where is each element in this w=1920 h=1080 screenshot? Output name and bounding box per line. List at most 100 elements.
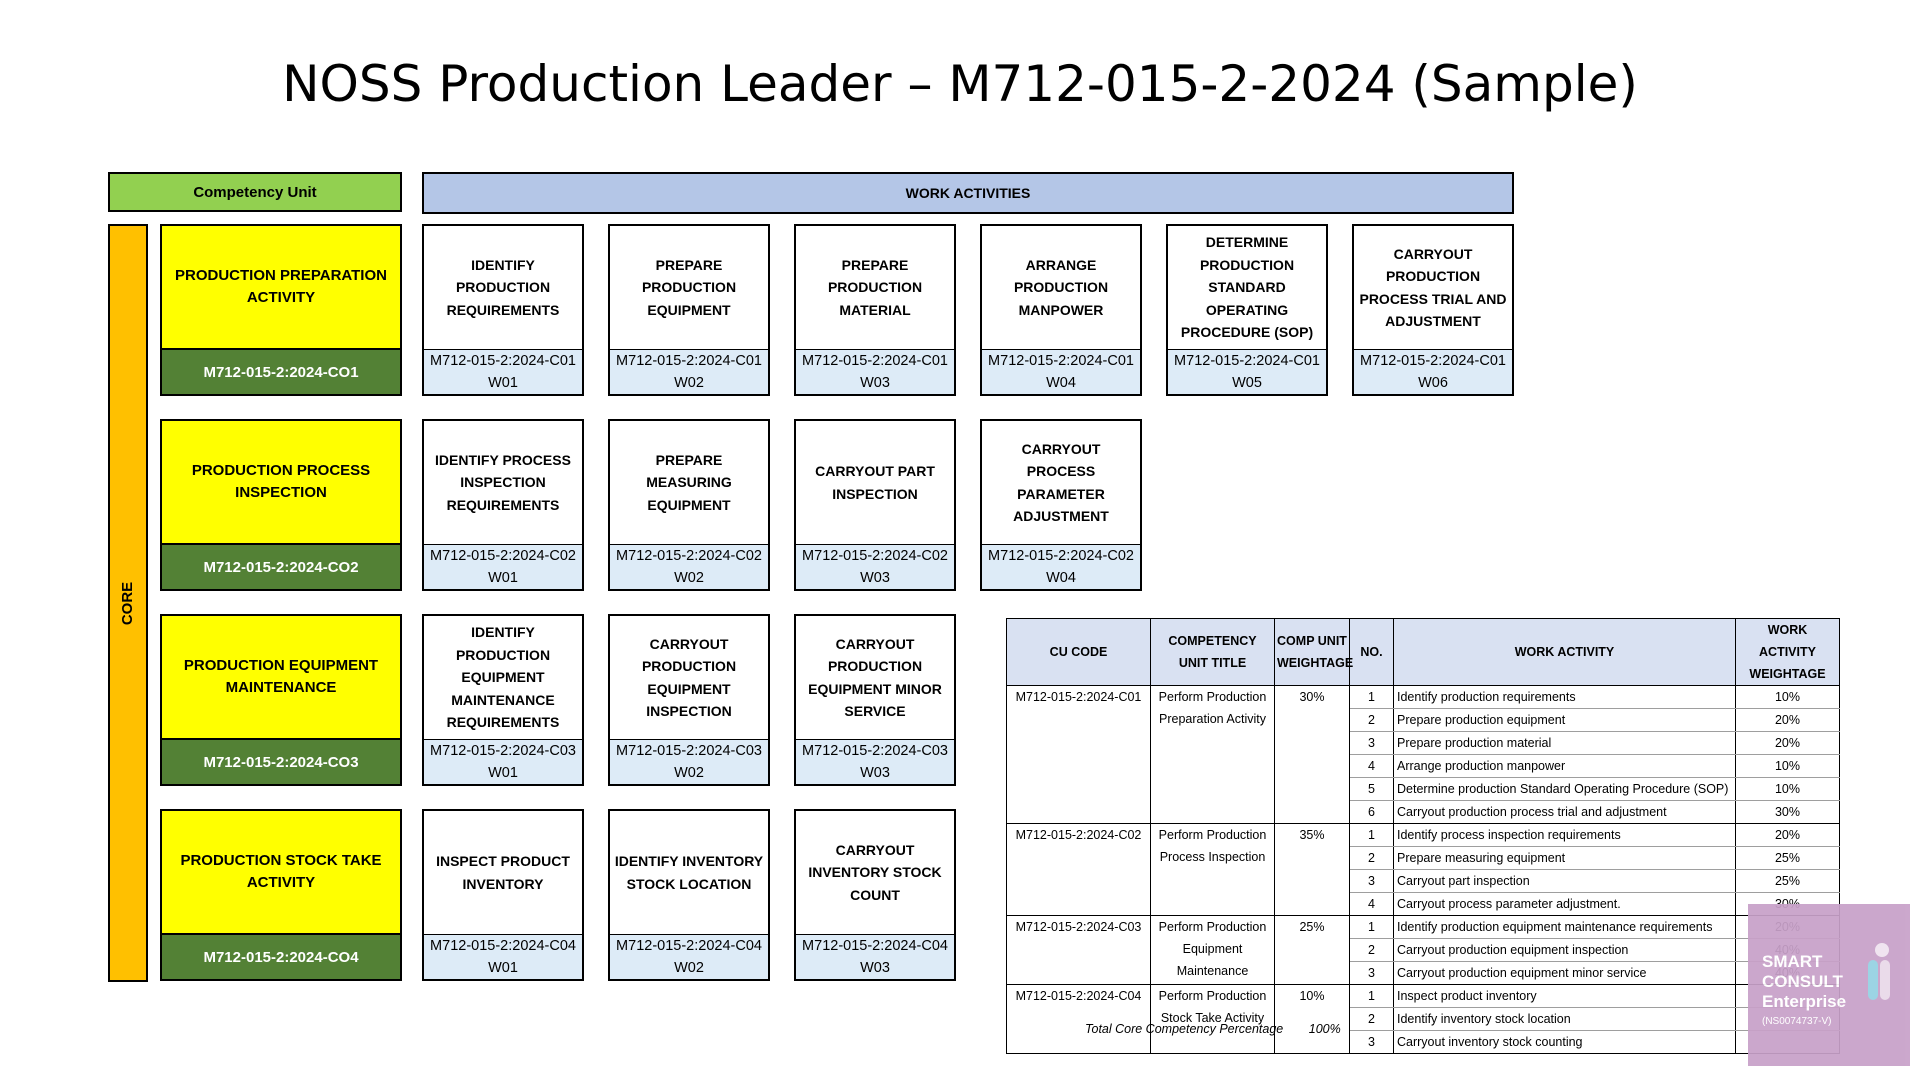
work-activity-title: PREPARE MEASURING EQUIPMENT [646, 451, 732, 513]
brand-line3: Enterprise [1762, 992, 1847, 1011]
work-activity-code: M712-015-2:2024-C01 [802, 353, 948, 369]
cu-code-cell: M712-015-2:2024-C02 [1006, 823, 1151, 916]
cu-weightage-cell: 25% [1274, 915, 1350, 985]
competency-unit-title: PRODUCTION STOCK TAKE ACTIVITY [162, 811, 400, 933]
brand-watermark: SMART CONSULT Enterprise (NS0074737-V) [1748, 904, 1910, 1066]
no-cell: 1 [1349, 823, 1394, 847]
total-label: Total Core Competency Percentage [1085, 1022, 1284, 1036]
cu-title-cell: Perform Production Stock Take Activity [1150, 984, 1275, 1054]
wa-weightage-cell: 20% [1735, 823, 1840, 847]
work-activity-cell: Carryout part inspection [1393, 869, 1736, 893]
brand-line2: CONSULT [1762, 972, 1843, 991]
col-header-wa-weightage: WORK ACTIVITY WEIGHTAGE [1735, 618, 1840, 686]
work-activity-title: CARRYOUT INVENTORY STOCK COUNT [808, 841, 942, 903]
work-activity-title: INSPECT PRODUCT INVENTORY [436, 853, 570, 892]
no-cell: 1 [1349, 984, 1394, 1008]
work-activity-number: W03 [860, 960, 890, 976]
work-activity-card: INSPECT PRODUCT INVENTORY M712-015-2:2024… [422, 809, 584, 981]
no-cell: 1 [1349, 685, 1394, 709]
cu-weightage-cell: 30% [1274, 685, 1350, 824]
no-cell: 2 [1349, 846, 1394, 870]
competency-unit-title: PRODUCTION EQUIPMENT MAINTENANCE [162, 616, 400, 738]
work-activity-title: PREPARE PRODUCTION EQUIPMENT [641, 256, 737, 318]
wa-weightage-cell: 10% [1735, 777, 1840, 801]
competency-unit-title: PRODUCTION PREPARATION ACTIVITY [162, 226, 400, 348]
work-activity-title: IDENTIFY PROCESS INSPECTION REQUIREMENTS [435, 451, 571, 513]
work-activity-number: W03 [860, 375, 890, 391]
no-cell: 1 [1349, 915, 1394, 939]
cu-title-cell: Perform Production Preparation Activity [1150, 685, 1275, 824]
wa-weightage-cell: 20% [1735, 731, 1840, 755]
work-activity-cell: Identify production requirements [1393, 685, 1736, 709]
work-activity-number: W02 [674, 960, 704, 976]
work-activity-card: DETERMINE PRODUCTION STANDARD OPERATING … [1166, 224, 1328, 396]
summary-table: CU CODE COMPETENCY UNIT TITLE COMP UNIT … [1006, 618, 1840, 1054]
no-cell: 2 [1349, 938, 1394, 962]
brand-logo-icon [1868, 943, 1890, 1000]
work-activity-title: IDENTIFY INVENTORY STOCK LOCATION [614, 853, 764, 892]
work-activity-code: M712-015-2:2024-C04 [616, 938, 762, 954]
col-header-cu-code: CU CODE [1006, 618, 1151, 686]
work-activity-code: M712-015-2:2024-C02 [616, 548, 762, 564]
work-activity-cell: Arrange production manpower [1393, 754, 1736, 778]
work-activity-cell: Inspect product inventory [1393, 984, 1736, 1008]
competency-unit-code: M712-015-2:2024-CO1 [162, 348, 400, 394]
wa-weightage-cell: 10% [1735, 685, 1840, 709]
work-activity-number: W01 [488, 375, 518, 391]
work-activity-title: IDENTIFY PRODUCTION EQUIPMENT MAINTENANC… [446, 624, 560, 731]
no-cell: 5 [1349, 777, 1394, 801]
work-activity-card: IDENTIFY INVENTORY STOCK LOCATION M712-01… [608, 809, 770, 981]
work-activity-code: M712-015-2:2024-C01 [1360, 353, 1506, 369]
cu-weightage-cell: 10% [1274, 984, 1350, 1054]
core-label-bar: CORE [108, 224, 148, 982]
work-activity-cell: Prepare measuring equipment [1393, 846, 1736, 870]
work-activity-number: W01 [488, 960, 518, 976]
competency-unit-title: PRODUCTION PROCESS INSPECTION [162, 421, 400, 543]
work-activity-title: CARRYOUT PROCESS PARAMETER ADJUSTMENT [1013, 440, 1109, 525]
wa-weightage-cell: 30% [1735, 800, 1840, 824]
work-activity-cell: Carryout production process trial and ad… [1393, 800, 1736, 824]
work-activity-number: W05 [1232, 375, 1262, 391]
wa-weightage-cell: 20% [1735, 708, 1840, 732]
summary-header-row: CU CODE COMPETENCY UNIT TITLE COMP UNIT … [1006, 618, 1840, 686]
work-activity-cell: Carryout process parameter adjustment. [1393, 892, 1736, 916]
work-activity-code: M712-015-2:2024-C02 [988, 548, 1134, 564]
work-activity-code: M712-015-2:2024-C03 [616, 743, 762, 759]
work-activity-code: M712-015-2:2024-C04 [430, 938, 576, 954]
work-activity-code: M712-015-2:2024-C03 [430, 743, 576, 759]
cu-code-cell: M712-015-2:2024-C01 [1006, 685, 1151, 824]
work-activity-card: CARRYOUT PRODUCTION PROCESS TRIAL AND AD… [1352, 224, 1514, 396]
work-activity-cell: Determine production Standard Operating … [1393, 777, 1736, 801]
work-activity-title: IDENTIFY PRODUCTION REQUIREMENTS [446, 256, 560, 318]
work-activity-code: M712-015-2:2024-C02 [802, 548, 948, 564]
work-activity-card: CARRYOUT PRODUCTION EQUIPMENT MINOR SERV… [794, 614, 956, 786]
competency-unit-code: M712-015-2:2024-CO3 [162, 738, 400, 784]
work-activity-cell: Prepare production equipment [1393, 708, 1736, 732]
col-header-work-activity: WORK ACTIVITY [1393, 618, 1736, 686]
total-value: 100% [1308, 1022, 1341, 1036]
